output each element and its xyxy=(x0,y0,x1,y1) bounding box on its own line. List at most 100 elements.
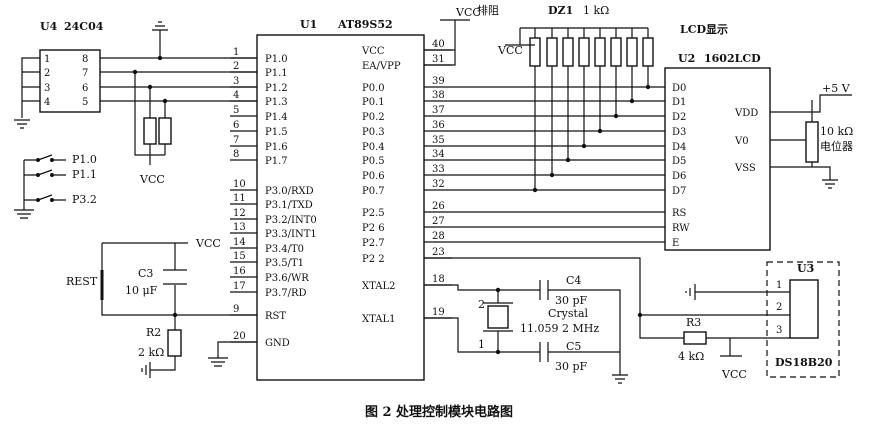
u1-pin-number: 27 xyxy=(432,216,445,227)
u2-pin-name: D1 xyxy=(672,97,686,108)
u2-pin-name: RW xyxy=(672,223,690,234)
u1-pin-name: P1.4 xyxy=(265,112,288,123)
r3-resistor xyxy=(683,331,707,345)
potentiometer xyxy=(805,121,819,163)
u1-vcc-wire xyxy=(424,19,470,51)
gnd-pin-ground xyxy=(208,341,257,367)
xtal-ground xyxy=(548,289,628,384)
vss-wire xyxy=(770,139,838,189)
pullup-vcc-label: VCC xyxy=(139,173,165,186)
u1-pin-number: 38 xyxy=(432,90,445,101)
dz-resistor xyxy=(562,37,574,67)
u1-pin-name: P3.6/WR xyxy=(265,273,309,284)
u1-left-pins: 1P1.02P1.13P1.24P1.35P1.46P1.57P1.68P1.7… xyxy=(230,47,317,349)
u3-gnd xyxy=(685,284,790,300)
u3-dashed-box xyxy=(766,261,840,378)
u1-pin-number: 2 xyxy=(233,61,239,72)
u1-pin-number: 32 xyxy=(432,179,445,190)
c4-c5-plates xyxy=(539,280,549,362)
u4-ground-icon xyxy=(14,119,30,129)
u2-body xyxy=(664,67,771,251)
u1-pin-number: 5 xyxy=(233,105,239,116)
c3-capacitor xyxy=(163,269,187,285)
u1-pin-number: 16 xyxy=(233,266,246,277)
pullup-resistor-2 xyxy=(158,117,172,145)
u3-part: DS18B20 xyxy=(775,356,833,369)
u1-pin-number: 40 xyxy=(432,39,445,50)
u1-pin-name: P1.7 xyxy=(265,156,288,167)
u1-pin-name: P2 2 xyxy=(362,254,385,265)
dz-resistor xyxy=(626,37,638,67)
u1-ref: U1 xyxy=(300,18,317,31)
u1-pin-name: P3.1/TXD xyxy=(265,200,313,211)
u1-body xyxy=(256,34,425,381)
reset-vcc-label: VCC xyxy=(195,237,221,250)
u1-pin-name: P0.3 xyxy=(362,127,385,138)
r2-value: 2 kΩ xyxy=(138,346,164,359)
u1-pin-number: 6 xyxy=(233,120,239,131)
u2-pin-name: RS xyxy=(672,208,687,219)
switch-label-p32: P3.2 xyxy=(72,193,97,206)
u1-pin-number: 28 xyxy=(432,231,445,242)
u2-pin-name: D4 xyxy=(672,142,686,153)
r3-value: 4 kΩ xyxy=(678,350,704,363)
u4-pin-left: 2 xyxy=(44,68,50,79)
u1-pin-name: P1.2 xyxy=(265,83,288,94)
u2-pin-name: D7 xyxy=(672,186,686,197)
u1-pin-number: 36 xyxy=(432,120,445,131)
crystal-label: Crystal xyxy=(548,307,589,320)
u1-pin-name: XTAL1 xyxy=(362,314,395,325)
u1-pin-name: P3.7/RD xyxy=(265,288,307,299)
u1-pin-name: P0.7 xyxy=(362,186,385,197)
u4-ref: U4 xyxy=(40,20,58,33)
crystal-pin1: 1 xyxy=(478,338,485,351)
u1-pin-number: 19 xyxy=(432,307,445,318)
u1-pin-number: 37 xyxy=(432,105,445,116)
switch-group xyxy=(14,154,66,219)
u1-pin-name: P2.5 xyxy=(362,208,385,219)
u1-pin-name: P3.4/T0 xyxy=(265,244,304,255)
pot-name: 电位器 xyxy=(820,139,853,153)
r2-resistor xyxy=(167,329,182,357)
u1-pin-name: P3.2/INT0 xyxy=(265,215,317,226)
u3-pin2: 2 xyxy=(776,302,782,313)
u4-bus-wires xyxy=(100,57,257,102)
u4-pin-right: 8 xyxy=(82,54,88,65)
c3-value: 10 μF xyxy=(125,284,158,297)
u4-body xyxy=(39,49,101,113)
resistor-network xyxy=(505,27,654,193)
u1-pin-number: 18 xyxy=(432,274,445,285)
dz-value: 1 kΩ xyxy=(583,4,609,17)
u2-part: 1602LCD xyxy=(704,52,761,65)
switch-label-p10: P1.0 xyxy=(72,153,97,166)
u1-pin-number: 39 xyxy=(432,76,445,87)
dz-resistor xyxy=(546,37,558,67)
u1-pin-name: P1.0 xyxy=(265,54,288,65)
u1-pin-name: P0.0 xyxy=(362,83,385,94)
u2-pin-name: VSS xyxy=(734,163,756,174)
u1-pin-number: 9 xyxy=(233,304,239,315)
c5-value: 30 pF xyxy=(555,360,588,373)
pullup-vcc-wire xyxy=(149,144,166,165)
u1-pin-name: P3.0/RXD xyxy=(265,186,314,197)
ea-wire xyxy=(424,50,456,66)
dz-vcc-label: VCC xyxy=(497,44,523,57)
c4-label: C4 xyxy=(566,274,581,287)
r2-ground xyxy=(141,356,176,378)
u1-pin-name: P1.6 xyxy=(265,142,288,153)
u1-pin-number: 1 xyxy=(233,47,239,58)
u4-pin-right: 5 xyxy=(82,97,88,108)
u1-right-pins: 40VCC31EA/VPP39P0.038P0.137P0.236P0.335P… xyxy=(361,39,452,325)
pullup-resistor-1 xyxy=(143,117,157,145)
u2-pin-name: D6 xyxy=(672,171,686,182)
u1-pin-name: RST xyxy=(265,311,286,322)
crystal-value: 11.059 2 MHz xyxy=(520,322,599,335)
dz-resistor xyxy=(594,37,606,67)
u4-pin-right: 7 xyxy=(82,68,88,79)
u1-pin-name: VCC xyxy=(361,46,385,57)
c3-label: C3 xyxy=(138,267,153,280)
c5-label: C5 xyxy=(566,340,581,353)
